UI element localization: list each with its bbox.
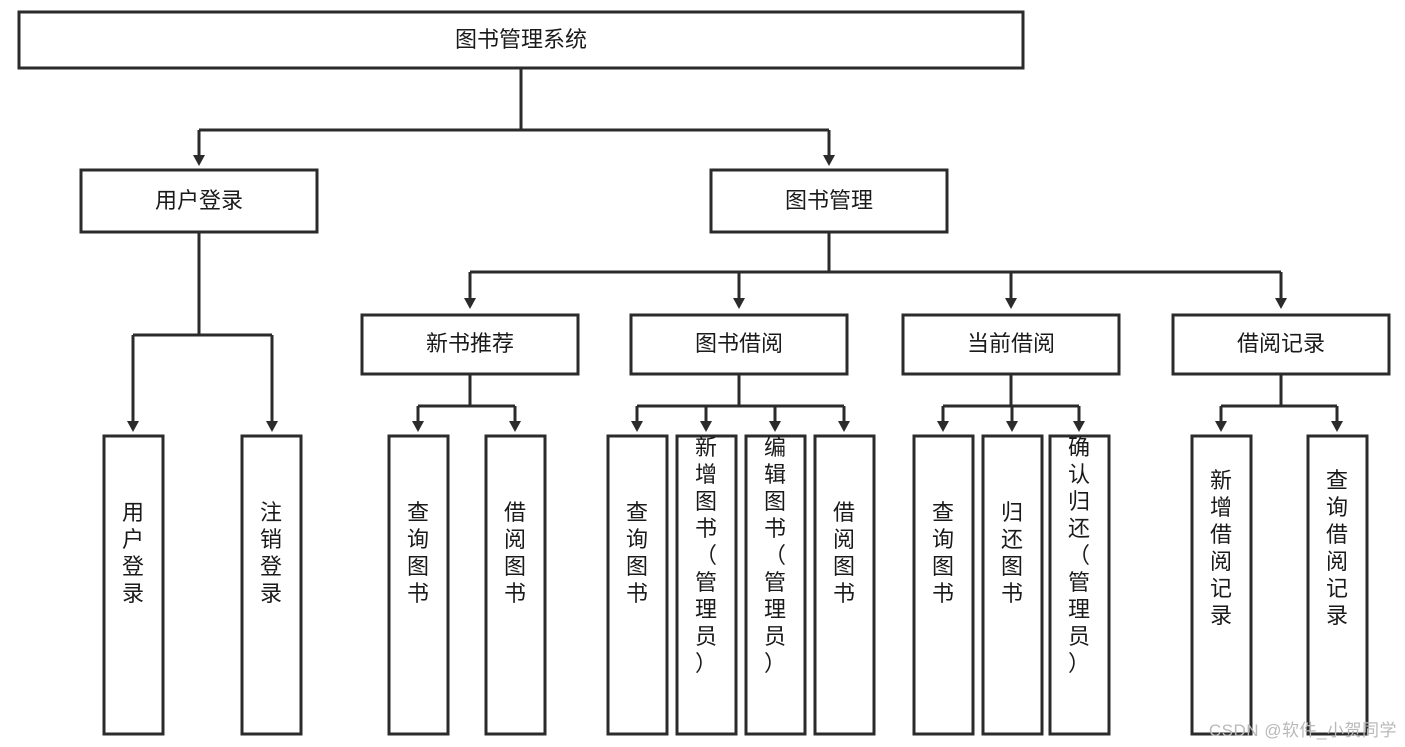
leaf-borrow-book-2-label: 借阅图书 xyxy=(833,500,855,606)
node-current-borrow[interactable]: 当前借阅 xyxy=(901,313,1121,376)
leaf-query-book-3[interactable]: 查询图书 xyxy=(912,434,975,736)
node-borrow-record-label: 借阅记录 xyxy=(1237,331,1325,356)
leaf-edit-book-label: 编辑图书（管理员） xyxy=(764,435,786,676)
node-user-login[interactable]: 用户登录 xyxy=(79,168,319,234)
leaf-query-record-box[interactable] xyxy=(1306,434,1369,736)
leaf-return-book-label: 归还图书 xyxy=(1001,500,1023,606)
node-borrow-record-box[interactable] xyxy=(1171,313,1391,376)
node-new-book-recommend[interactable]: 新书推荐 xyxy=(360,313,580,376)
leaf-confirm-return-label: 确认归还（管理员） xyxy=(1068,435,1090,676)
connectors-user-login-to-leaves xyxy=(127,232,278,432)
leaf-borrow-book-1[interactable]: 借阅图书 xyxy=(484,434,547,736)
leaf-query-book-1-box[interactable] xyxy=(387,434,450,736)
node-user-login-box[interactable] xyxy=(79,168,319,234)
leaf-user-login-label: 用户登录 xyxy=(122,500,144,606)
connectors-borrow-record-to-leaves xyxy=(1215,374,1343,432)
leaf-add-book-box[interactable] xyxy=(675,434,738,736)
leaf-user-login-box[interactable] xyxy=(102,434,165,736)
connectors-new-book-recommend-to-leaves xyxy=(412,374,521,432)
leaf-query-book-1-label: 查询图书 xyxy=(407,500,429,606)
leaf-add-book-label: 新增图书（管理员） xyxy=(695,435,717,676)
node-root-box[interactable] xyxy=(17,10,1025,70)
node-borrow-record[interactable]: 借阅记录 xyxy=(1171,313,1391,376)
node-current-borrow-label: 当前借阅 xyxy=(967,331,1055,356)
leaf-user-login[interactable]: 用户登录 xyxy=(102,434,165,736)
node-current-borrow-box[interactable] xyxy=(901,313,1121,376)
leaf-query-record-label: 查询借阅记录 xyxy=(1326,468,1348,628)
leaf-query-book-3-label: 查询图书 xyxy=(932,500,954,606)
node-root[interactable]: 图书管理系统 xyxy=(17,10,1025,70)
node-user-login-label: 用户登录 xyxy=(155,188,243,213)
leaf-confirm-return-box[interactable] xyxy=(1048,434,1111,736)
leaf-edit-book-box[interactable] xyxy=(744,434,807,736)
leaf-add-record[interactable]: 新增借阅记录 xyxy=(1190,434,1253,736)
leaf-borrow-book-1-label: 借阅图书 xyxy=(504,500,526,606)
leaf-query-book-1[interactable]: 查询图书 xyxy=(387,434,450,736)
leaf-add-record-label: 新增借阅记录 xyxy=(1210,468,1232,628)
leaf-query-book-2-label: 查询图书 xyxy=(626,500,648,606)
node-book-management[interactable]: 图书管理 xyxy=(709,168,949,234)
leaf-add-book[interactable]: 新增图书（管理员） xyxy=(675,434,738,736)
leaf-logout-login-box[interactable] xyxy=(240,434,303,736)
node-book-management-label: 图书管理 xyxy=(785,188,873,213)
leaf-return-book-box[interactable] xyxy=(981,434,1044,736)
node-book-borrow-box[interactable] xyxy=(629,313,849,376)
connectors-book-borrow-to-leaves xyxy=(631,374,850,432)
connectors-book-management-to-level2 xyxy=(464,232,1287,309)
leaf-query-record[interactable]: 查询借阅记录 xyxy=(1306,434,1369,736)
node-book-management-box[interactable] xyxy=(709,168,949,234)
leaf-logout-login-label: 注销登录 xyxy=(260,500,282,606)
connectors-current-borrow-to-leaves xyxy=(937,374,1085,432)
leaf-query-book-2[interactable]: 查询图书 xyxy=(606,434,669,736)
leaf-logout-login[interactable]: 注销登录 xyxy=(240,434,303,736)
connectors-root-to-level1 xyxy=(193,68,835,166)
leaf-query-book-3-box[interactable] xyxy=(912,434,975,736)
leaf-add-record-box[interactable] xyxy=(1190,434,1253,736)
node-new-book-recommend-label: 新书推荐 xyxy=(426,331,514,356)
leaf-query-book-2-box[interactable] xyxy=(606,434,669,736)
leaf-edit-book[interactable]: 编辑图书（管理员） xyxy=(744,434,807,736)
leaf-borrow-book-2[interactable]: 借阅图书 xyxy=(813,434,876,736)
node-book-borrow-label: 图书借阅 xyxy=(695,331,783,356)
leaf-borrow-book-2-box[interactable] xyxy=(813,434,876,736)
leaf-return-book[interactable]: 归还图书 xyxy=(981,434,1044,736)
node-new-book-recommend-box[interactable] xyxy=(360,313,580,376)
leaf-confirm-return[interactable]: 确认归还（管理员） xyxy=(1048,434,1111,736)
node-root-label: 图书管理系统 xyxy=(455,27,587,52)
leaf-borrow-book-1-box[interactable] xyxy=(484,434,547,736)
node-book-borrow[interactable]: 图书借阅 xyxy=(629,313,849,376)
